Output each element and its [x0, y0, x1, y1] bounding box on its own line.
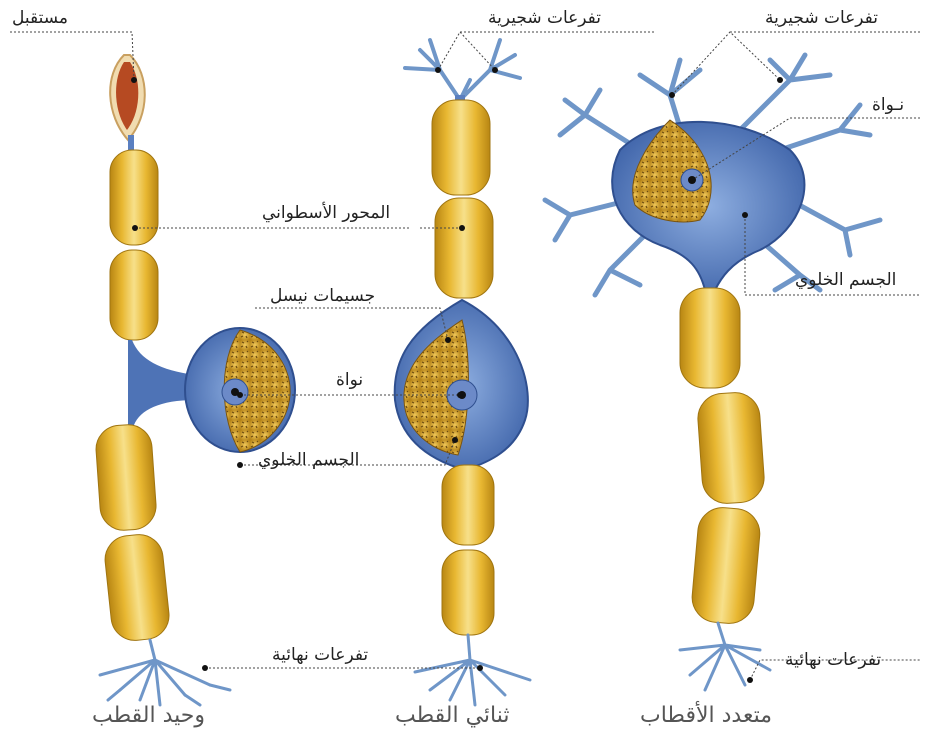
myelin-segment — [442, 465, 494, 545]
myelin-segment — [680, 288, 740, 388]
title-bipolar: ثنائي القطب — [395, 705, 510, 727]
label-axon: المحور الأسطواني — [262, 205, 390, 222]
label-terminal-branches-multipolar: تفرعات نهائية — [785, 652, 881, 669]
myelin-segment — [690, 506, 762, 626]
myelin-segment — [103, 532, 172, 642]
label-nucleus-middle: نواة — [336, 372, 363, 389]
multipolar-neuron — [545, 55, 880, 690]
myelin-segment — [110, 250, 158, 340]
terminal-branches — [100, 640, 230, 705]
terminal-branches — [415, 635, 530, 705]
myelin-segment — [94, 423, 157, 532]
title-multipolar: متعدد الأقطاب — [640, 705, 772, 727]
label-receptor: مستقبل — [12, 10, 68, 27]
unipolar-neuron — [94, 55, 295, 705]
bipolar-neuron — [395, 40, 530, 705]
terminal-branches — [680, 623, 770, 690]
label-dendrites-bipolar: تفرعات شجيرية — [488, 10, 601, 27]
label-terminal-branches-middle: تفرعات نهائية — [272, 647, 368, 664]
label-cell-body-middle: الجسم الخلوي — [258, 452, 359, 469]
myelin-segment — [435, 198, 493, 298]
myelin-segment — [432, 100, 490, 195]
dendrite-branches — [405, 40, 520, 100]
title-unipolar: وحيد القطب — [92, 705, 205, 727]
label-cell-body-multipolar: الجسم الخلوي — [795, 272, 896, 289]
myelin-segment — [696, 391, 766, 505]
label-dendrites-multipolar: تفرعات شجيرية — [765, 10, 878, 27]
label-nissl-bodies: جسيمات نيسل — [270, 288, 375, 305]
label-nucleus-multipolar: نـواة — [872, 97, 904, 114]
myelin-segment — [442, 550, 494, 635]
